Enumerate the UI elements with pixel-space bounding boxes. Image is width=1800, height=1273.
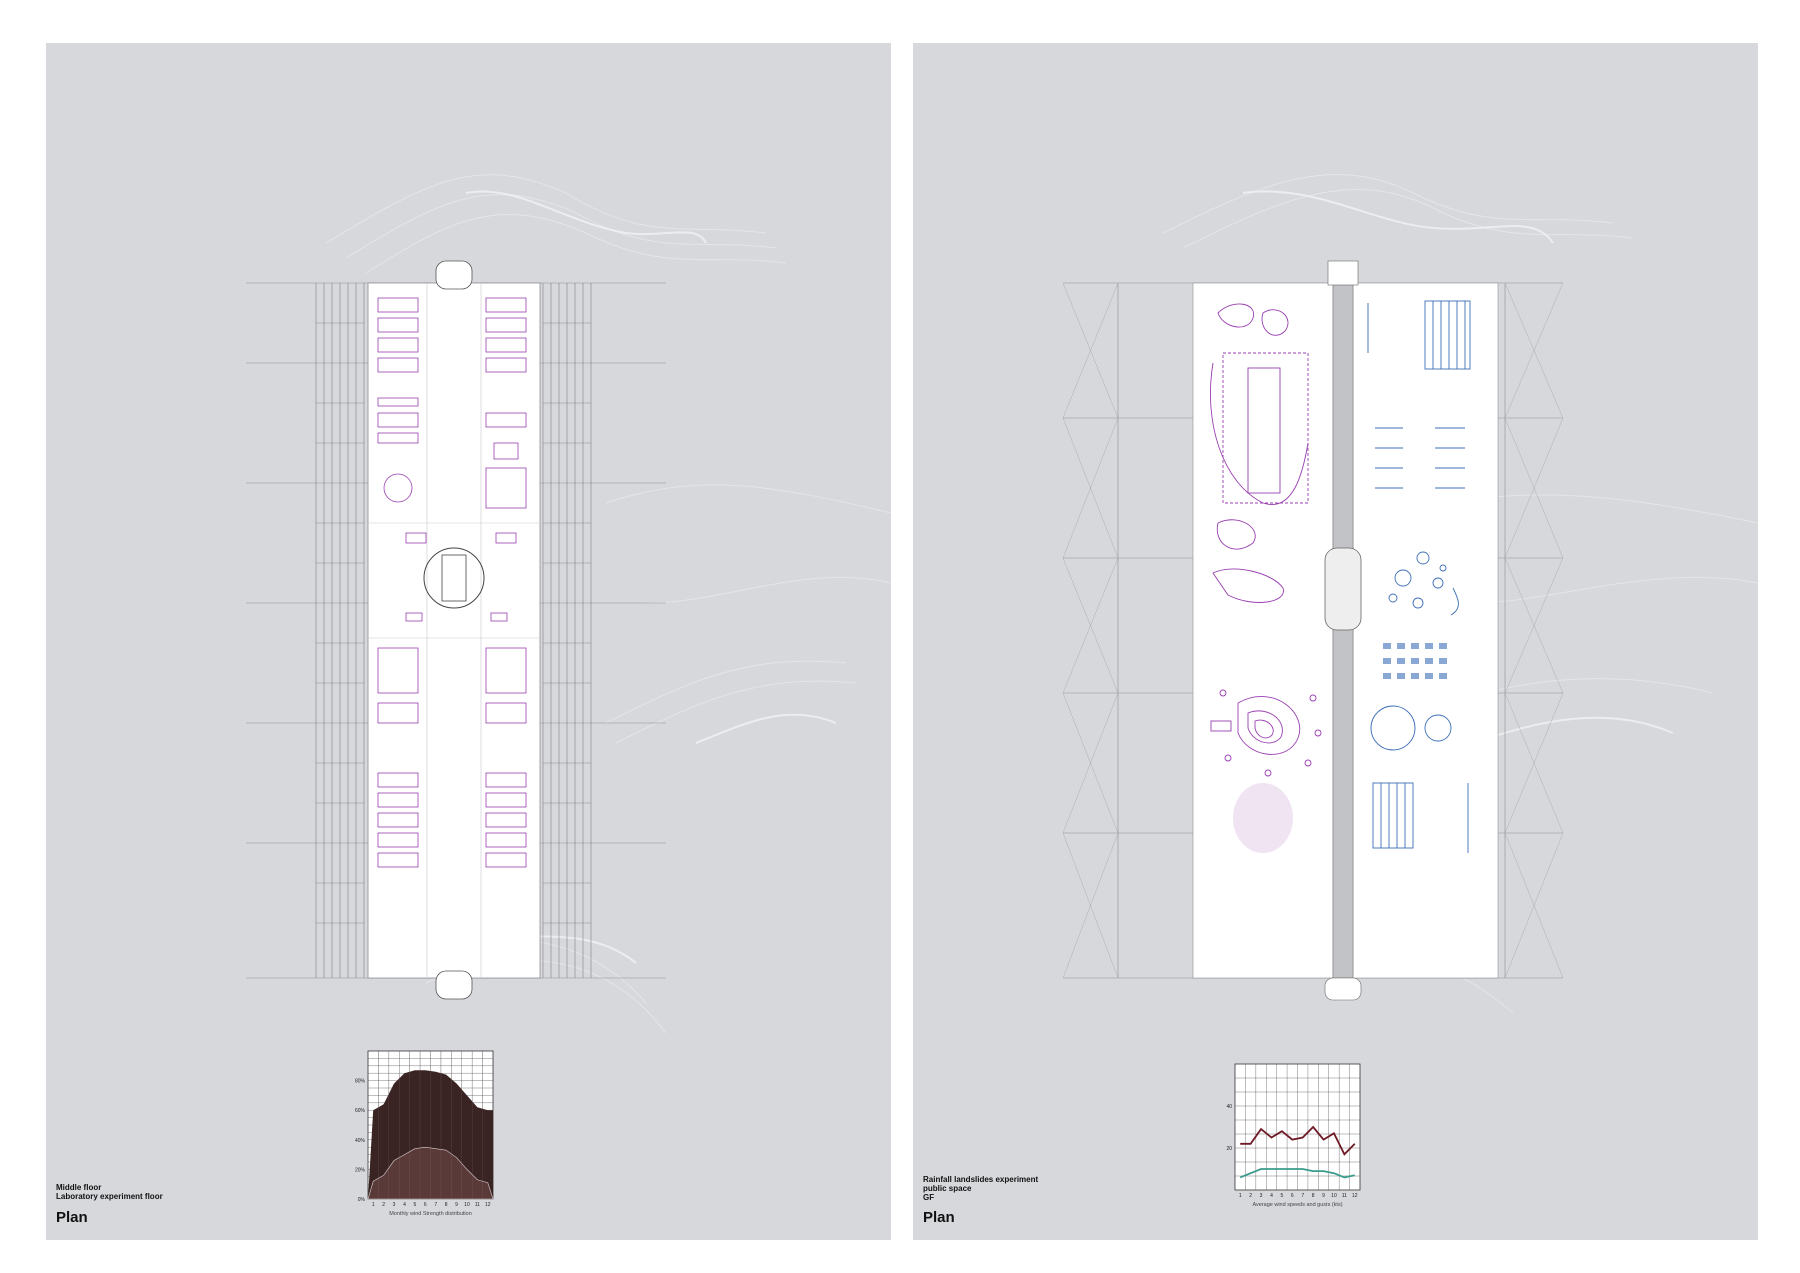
- x-tick-label: 1: [372, 1202, 375, 1208]
- x-tick-label: 2: [382, 1202, 385, 1208]
- x-tick-label: 8: [445, 1202, 448, 1208]
- plan-title: Plan: [923, 1209, 955, 1226]
- x-tick-label: 7: [434, 1202, 437, 1208]
- x-tick-label: 3: [1260, 1193, 1263, 1199]
- caption-line-1: Rainfall landslides experiment: [923, 1175, 1039, 1184]
- x-tick-label: 11: [475, 1202, 480, 1208]
- x-tick-label: 9: [455, 1202, 458, 1208]
- x-tick-label: 12: [1352, 1193, 1358, 1199]
- x-axis-label: Monthly wind Strength distribution: [389, 1211, 472, 1217]
- y-tick-label: 0%: [358, 1197, 366, 1203]
- caption-line-3: GF: [923, 1193, 935, 1202]
- y-tick-label: 20: [1226, 1146, 1232, 1152]
- y-tick-label: 40: [1226, 1104, 1232, 1110]
- x-tick-label: 3: [393, 1202, 396, 1208]
- y-tick-label: 80%: [355, 1079, 366, 1085]
- x-tick-label: 7: [1301, 1193, 1304, 1199]
- caption-line-1: Middle floor: [56, 1183, 102, 1192]
- x-tick-label: 1: [1239, 1193, 1242, 1199]
- y-tick-label: 40%: [355, 1138, 366, 1144]
- caption-block: Rainfall landslides experiment public sp…: [923, 1175, 1038, 1202]
- x-tick-label: 6: [424, 1202, 427, 1208]
- series-line-2: [1239, 1168, 1355, 1179]
- x-tick-label: 8: [1312, 1193, 1315, 1199]
- x-axis-label: Average wind speeds and gusts (kts): [1252, 1202, 1342, 1208]
- ground-floor-plan: [1063, 260, 1563, 1001]
- caption-line-2: Laboratory experiment floor: [56, 1192, 163, 1201]
- x-tick-label: 10: [1331, 1193, 1337, 1199]
- x-tick-label: 5: [1280, 1193, 1283, 1199]
- caption-block: Middle floor Laboratory experiment floor: [56, 1183, 163, 1201]
- x-tick-label: 4: [1270, 1193, 1273, 1199]
- y-tick-label: 20%: [355, 1167, 366, 1173]
- x-tick-label: 2: [1249, 1193, 1252, 1199]
- plan-title: Plan: [56, 1209, 88, 1226]
- x-tick-label: 6: [1291, 1193, 1294, 1199]
- caption-line-2: public space: [923, 1184, 972, 1193]
- x-tick-label: 9: [1322, 1193, 1325, 1199]
- x-tick-label: 12: [485, 1202, 491, 1208]
- series-line-1: [1240, 1125, 1356, 1156]
- x-tick-label: 5: [413, 1202, 416, 1208]
- middle-floor-plan: [246, 260, 666, 1000]
- x-tick-label: 11: [1342, 1193, 1347, 1199]
- pond-shadow: [1233, 783, 1293, 853]
- y-tick-label: 60%: [355, 1108, 366, 1114]
- x-tick-label: 4: [403, 1202, 406, 1208]
- x-tick-label: 10: [464, 1202, 470, 1208]
